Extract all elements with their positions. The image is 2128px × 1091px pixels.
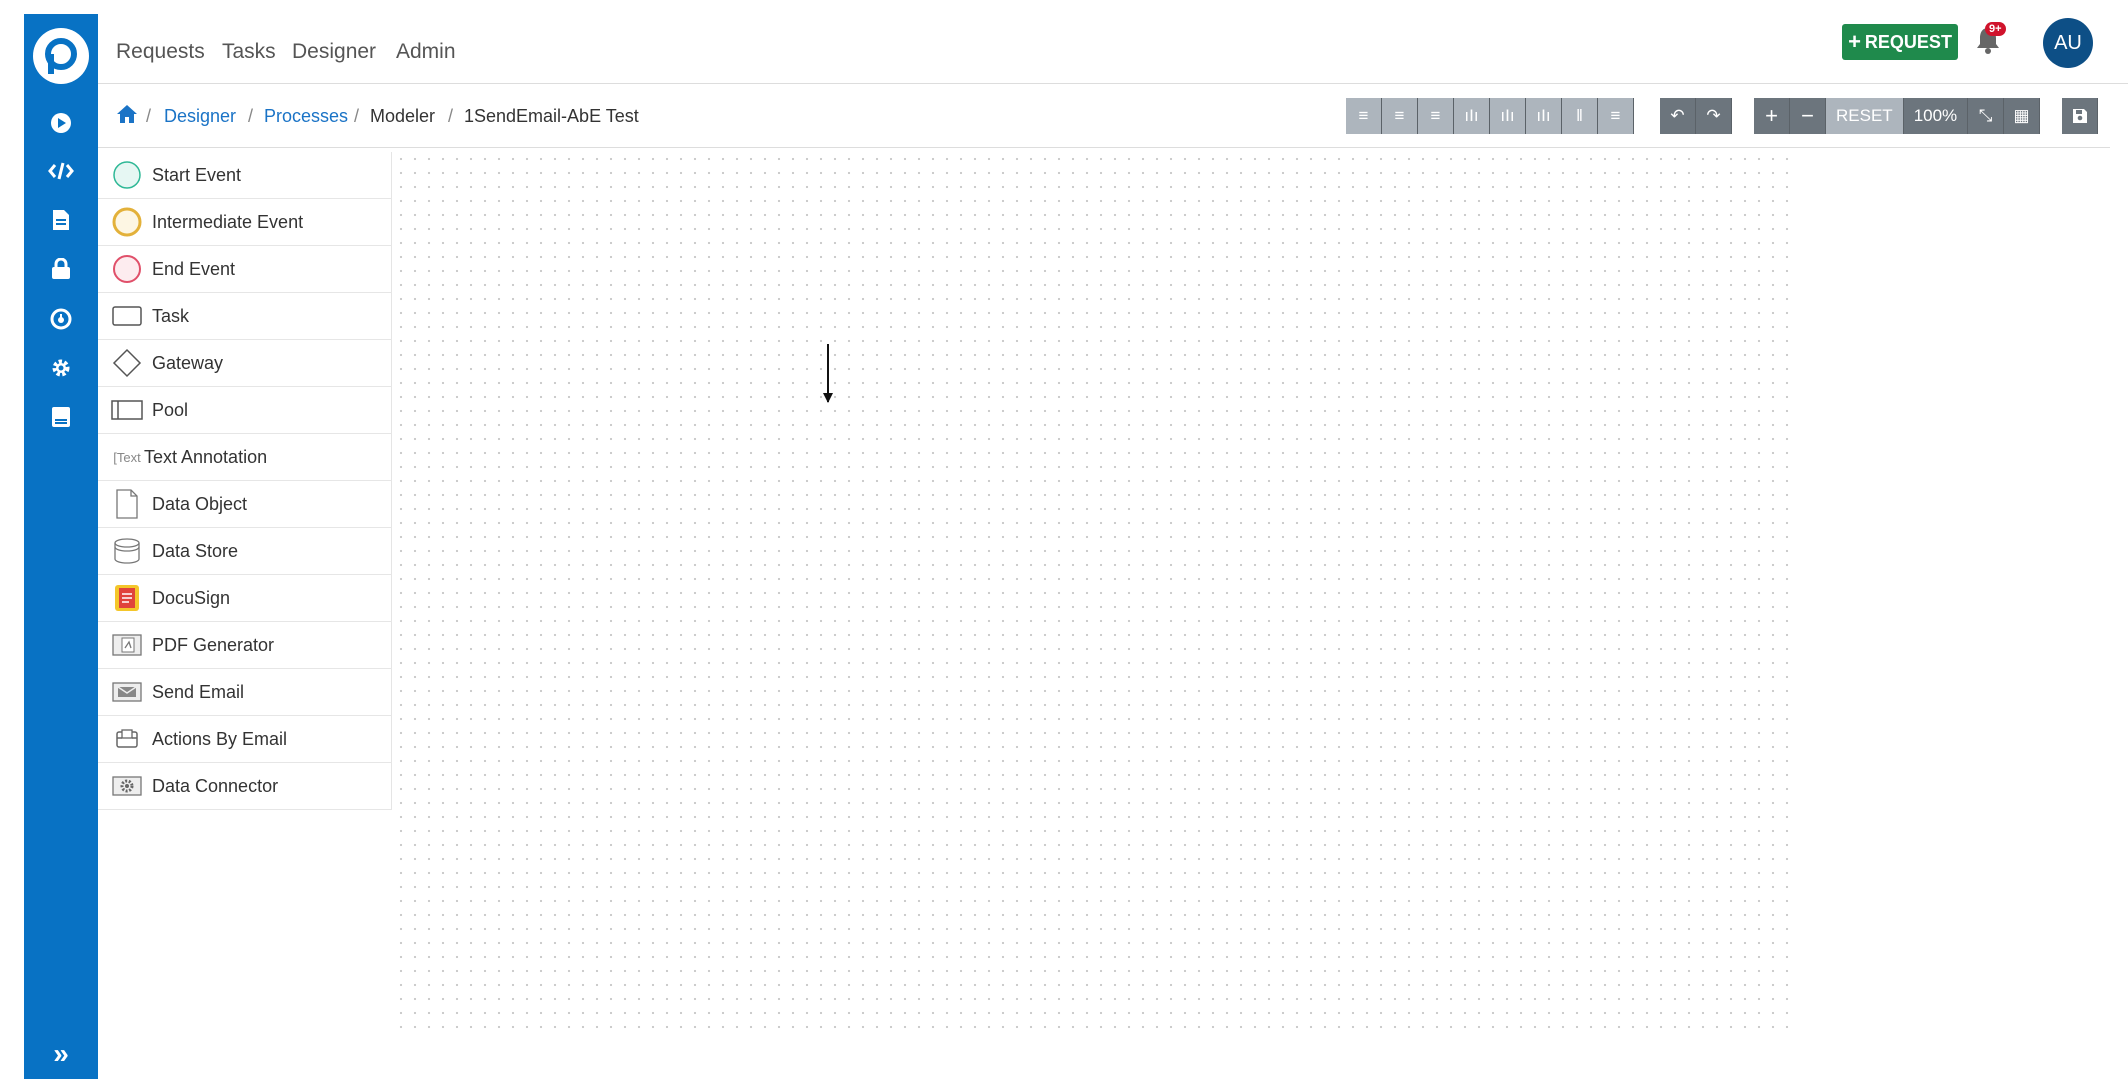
gear-icon[interactable] — [24, 348, 98, 388]
palette-pool[interactable]: Pool — [98, 387, 392, 434]
undo-icon[interactable]: ↶ — [1660, 98, 1696, 134]
pdf-icon — [110, 630, 144, 660]
book-icon[interactable] — [24, 397, 98, 437]
nav-tasks[interactable]: Tasks — [222, 40, 276, 63]
play-circle-icon[interactable] — [24, 103, 98, 143]
nav-designer[interactable]: Designer — [292, 40, 377, 63]
left-sidebar: » — [24, 14, 98, 1079]
align-top-icon[interactable]: ıIı — [1526, 98, 1562, 134]
palette-intermediate-event[interactable]: Intermediate Event — [98, 199, 392, 246]
minimap-icon[interactable]: ▦ — [2004, 98, 2040, 134]
palette-send-email[interactable]: Send Email — [98, 669, 392, 716]
palette-start-event[interactable]: Start Event — [98, 152, 392, 199]
breadcrumb-separator: / — [248, 106, 254, 126]
diagram-canvas[interactable] — [394, 152, 1794, 1030]
palette-data-connector[interactable]: Data Connector — [98, 763, 392, 810]
breadcrumb-separator: / — [354, 106, 360, 126]
palette-data-store[interactable]: Data Store — [98, 528, 392, 575]
bpmn-diagram — [823, 344, 833, 403]
intermediate-event-icon — [110, 207, 144, 237]
breadcrumb-separator: / — [448, 106, 454, 126]
palette-actions-by-email[interactable]: Actions By Email — [98, 716, 392, 763]
code-icon[interactable] — [24, 151, 98, 191]
history-toolbar: ↶ ↷ — [1660, 98, 1732, 134]
gateway-icon — [110, 348, 144, 378]
actions-by-email-icon — [110, 724, 144, 754]
gauge-icon[interactable] — [24, 299, 98, 339]
redo-icon[interactable]: ↷ — [1696, 98, 1732, 134]
view-toolbar: ⤡ ▦ — [1968, 98, 2040, 134]
breadcrumb-separator: / — [146, 106, 152, 126]
home-icon[interactable] — [116, 104, 138, 129]
nav-admin[interactable]: Admin — [396, 40, 456, 63]
breadcrumb-bar: / Designer / Processes / Modeler / 1Send… — [98, 84, 2110, 148]
end-event-icon — [110, 254, 144, 284]
processmaker-logo[interactable] — [33, 28, 89, 84]
reset-zoom-button[interactable]: RESET — [1826, 98, 1904, 134]
notification-badge: 9+ — [1985, 22, 2006, 36]
plus-icon: + — [1848, 29, 1861, 54]
zoom-toolbar: + − RESET 100% — [1754, 98, 1969, 134]
distribute-horizontal-icon[interactable]: ǁ — [1562, 98, 1598, 134]
distribute-vertical-icon[interactable]: ≡ — [1598, 98, 1634, 134]
docusign-icon — [110, 583, 144, 613]
align-middle-icon[interactable]: ıIı — [1490, 98, 1526, 134]
save-toolbar — [2062, 98, 2098, 134]
lock-icon[interactable] — [24, 249, 98, 289]
envelope-icon — [110, 677, 144, 707]
palette-data-object[interactable]: Data Object — [98, 481, 392, 528]
save-icon[interactable] — [2062, 98, 2098, 134]
palette-gateway[interactable]: Gateway — [98, 340, 392, 387]
breadcrumb-designer[interactable]: Designer — [164, 106, 237, 126]
user-avatar[interactable]: AU — [2043, 18, 2093, 68]
breadcrumb-processes[interactable]: Processes — [264, 106, 349, 126]
align-center-icon[interactable]: ≡ — [1382, 98, 1418, 134]
breadcrumb-modeler: Modeler — [370, 106, 436, 126]
data-object-icon — [110, 489, 144, 519]
zoom-level: 100% — [1903, 98, 1969, 134]
palette-text-annotation[interactable]: [Text Text Annotation — [98, 434, 392, 481]
palette-docusign[interactable]: DocuSign — [98, 575, 392, 622]
breadcrumb-process-name: 1SendEmail-AbE Test — [464, 106, 639, 126]
pool-icon — [110, 395, 144, 425]
new-request-button[interactable]: +REQUEST — [1842, 24, 1958, 60]
align-toolbar: ≡ ≡ ≡ ıIı ıIı ıIı ǁ ≡ — [1346, 98, 1634, 134]
align-left-icon[interactable]: ≡ — [1346, 98, 1382, 134]
zoom-out-icon[interactable]: − — [1790, 98, 1826, 134]
palette-pdf-generator[interactable]: PDF Generator — [98, 622, 392, 669]
file-icon[interactable] — [24, 200, 98, 240]
align-right-icon[interactable]: ≡ — [1418, 98, 1454, 134]
expand-sidebar-icon[interactable]: » — [53, 1038, 69, 1069]
text-annotation-icon: [Text — [113, 449, 141, 465]
data-connector-icon — [110, 771, 144, 801]
start-event-icon — [110, 160, 144, 190]
align-bottom-icon[interactable]: ıIı — [1454, 98, 1490, 134]
zoom-in-icon[interactable]: + — [1754, 98, 1790, 134]
task-icon — [110, 301, 144, 331]
top-navigation: Requests Tasks Designer Admin — [98, 14, 2128, 84]
palette-end-event[interactable]: End Event — [98, 246, 392, 293]
nav-requests[interactable]: Requests — [116, 40, 205, 63]
controls-palette: Start Event Intermediate Event End Event… — [98, 152, 392, 810]
palette-task[interactable]: Task — [98, 293, 392, 340]
fullscreen-icon[interactable]: ⤡ — [1968, 98, 2004, 134]
data-store-icon — [110, 536, 144, 566]
